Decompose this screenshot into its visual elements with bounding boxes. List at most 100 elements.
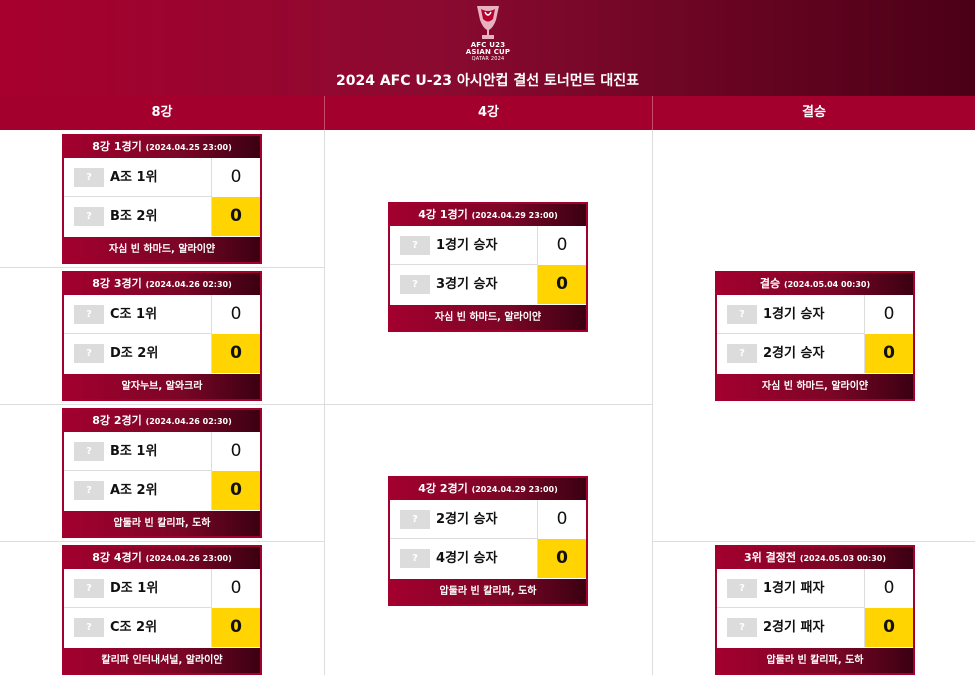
team-score: 0 xyxy=(211,471,260,510)
team-name: C조 1위 xyxy=(110,307,158,322)
match-venue: 압둘라 빈 칼리파, 도하 xyxy=(390,579,586,604)
team-row-home[interactable]: ? B조 1위 0 xyxy=(64,432,260,471)
flag-placeholder-icon: ? xyxy=(74,305,104,324)
match-card-qf1[interactable]: 8강 1경기 (2024.04.25 23:00) ? A조 1위 0 ? B조 2위… xyxy=(62,134,262,264)
flag-placeholder-icon: ? xyxy=(74,618,104,637)
flag-placeholder-icon: ? xyxy=(74,168,104,187)
match-header: 8강 4경기 (2024.04.26 23:00) xyxy=(64,547,260,569)
team-row-away[interactable]: ? C조 2위 0 xyxy=(64,608,260,647)
team-name: B조 2위 xyxy=(110,209,158,224)
grid-divider xyxy=(653,541,975,542)
match-venue: 자심 빈 하마드, 알라이얀 xyxy=(717,374,913,399)
flag-placeholder-icon: ? xyxy=(727,344,757,363)
match-datetime: (2024.04.26 02:30) xyxy=(145,280,232,289)
team-score: 0 xyxy=(864,608,913,647)
team-name: B조 1위 xyxy=(110,444,158,459)
team-row-away[interactable]: ? D조 2위 0 xyxy=(64,334,260,373)
match-title: 8강 2경기 xyxy=(92,414,142,427)
match-card-qf2[interactable]: 8강 2경기 (2024.04.26 02:30) ? B조 1위 0 ? A조 2위… xyxy=(62,408,262,538)
match-venue: 알자누브, 알와크라 xyxy=(64,374,260,399)
team-row-away[interactable]: ? 4경기 승자 0 xyxy=(390,539,586,578)
team-score: 0 xyxy=(537,539,586,578)
team-score: 0 xyxy=(211,197,260,236)
team-score: 0 xyxy=(864,295,913,334)
column-header-final: 결승 xyxy=(653,96,975,130)
afc-cup-logo: AFC U23 ASIAN CUP QATAR 2024 xyxy=(462,4,514,68)
flag-placeholder-icon: ? xyxy=(727,305,757,324)
team-score: 0 xyxy=(211,158,260,197)
match-datetime: (2024.04.26 23:00) xyxy=(145,554,232,563)
match-datetime: (2024.04.26 02:30) xyxy=(145,417,232,426)
flag-placeholder-icon: ? xyxy=(727,579,757,598)
match-title: 8강 3경기 xyxy=(92,277,142,290)
team-row-home[interactable]: ? A조 1위 0 xyxy=(64,158,260,197)
logo-line-2: ASIAN CUP xyxy=(465,48,511,56)
column-header-quarterfinal: 8강 xyxy=(0,96,325,130)
team-name: 1경기 패자 xyxy=(763,581,825,596)
match-header: 결승 (2024.05.04 00:30) xyxy=(717,273,913,295)
grid-divider xyxy=(324,130,325,675)
team-name: D조 2위 xyxy=(110,346,159,361)
match-title: 4강 2경기 xyxy=(418,482,468,495)
team-score: 0 xyxy=(211,569,260,608)
flag-placeholder-icon: ? xyxy=(74,207,104,226)
team-name: C조 2위 xyxy=(110,620,158,635)
team-row-home[interactable]: ? 1경기 승자 0 xyxy=(390,226,586,265)
match-venue: 압둘라 빈 칼리파, 도하 xyxy=(64,511,260,536)
team-row-away[interactable]: ? A조 2위 0 xyxy=(64,471,260,510)
team-name: 1경기 승자 xyxy=(763,307,825,322)
match-datetime: (2024.04.29 23:00) xyxy=(471,485,558,494)
team-score: 0 xyxy=(537,226,586,265)
match-title: 8강 4경기 xyxy=(92,551,142,564)
flag-placeholder-icon: ? xyxy=(400,275,430,294)
match-card-third-place[interactable]: 3위 결정전 (2024.05.03 00:30) ? 1경기 패자 0 ?2경기 … xyxy=(715,545,915,675)
flag-placeholder-icon: ? xyxy=(74,481,104,500)
team-score: 0 xyxy=(211,334,260,373)
match-datetime: (2024.04.29 23:00) xyxy=(471,211,558,220)
match-title: 8강 1경기 xyxy=(92,140,142,153)
match-datetime: (2024.05.03 00:30) xyxy=(799,554,886,563)
match-venue: 압둘라 빈 칼리파, 도하 xyxy=(717,648,913,673)
flag-placeholder-icon: ? xyxy=(74,442,104,461)
match-datetime: (2024.04.25 23:00) xyxy=(145,143,232,152)
flag-placeholder-icon: ? xyxy=(400,236,430,255)
team-row-away[interactable]: ? B조 2위 0 xyxy=(64,197,260,236)
team-name: A조 2위 xyxy=(110,483,158,498)
match-header: 8강 3경기 (2024.04.26 02:30) xyxy=(64,273,260,295)
match-header: 8강 2경기 (2024.04.26 02:30) xyxy=(64,410,260,432)
match-header: 8강 1경기 (2024.04.25 23:00) xyxy=(64,136,260,158)
page-header: AFC U23 ASIAN CUP QATAR 2024 2024 AFC U-… xyxy=(0,0,975,96)
team-row-home[interactable]: ? 1경기 승자 0 xyxy=(717,295,913,334)
team-name: 4경기 승자 xyxy=(436,551,498,566)
flag-placeholder-icon: ? xyxy=(74,344,104,363)
flag-placeholder-icon: ? xyxy=(400,549,430,568)
match-card-qf3[interactable]: 8강 3경기 (2024.04.26 02:30) ? C조 1위 0 ? D조 2위… xyxy=(62,271,262,401)
match-title: 결승 xyxy=(759,277,781,290)
team-name: 1경기 승자 xyxy=(436,238,498,253)
match-card-sf1[interactable]: 4강 1경기 (2024.04.29 23:00) ? 1경기 승자 0 ?3경기 … xyxy=(388,202,588,332)
team-name: A조 1위 xyxy=(110,170,158,185)
flag-placeholder-icon: ? xyxy=(727,618,757,637)
logo-line-1: AFC U23 xyxy=(470,41,506,49)
grid-divider xyxy=(0,541,325,542)
flag-placeholder-icon: ? xyxy=(74,579,104,598)
team-score: 0 xyxy=(537,265,586,304)
team-score: 0 xyxy=(864,334,913,373)
team-score: 0 xyxy=(537,500,586,539)
team-score: 0 xyxy=(211,608,260,647)
afc-cup-trophy-icon xyxy=(477,6,499,39)
match-title: 4강 1경기 xyxy=(418,208,468,221)
match-header: 4강 2경기 (2024.04.29 23:00) xyxy=(390,478,586,500)
team-score: 0 xyxy=(211,432,260,471)
match-header: 3위 결정전 (2024.05.03 00:30) xyxy=(717,547,913,569)
